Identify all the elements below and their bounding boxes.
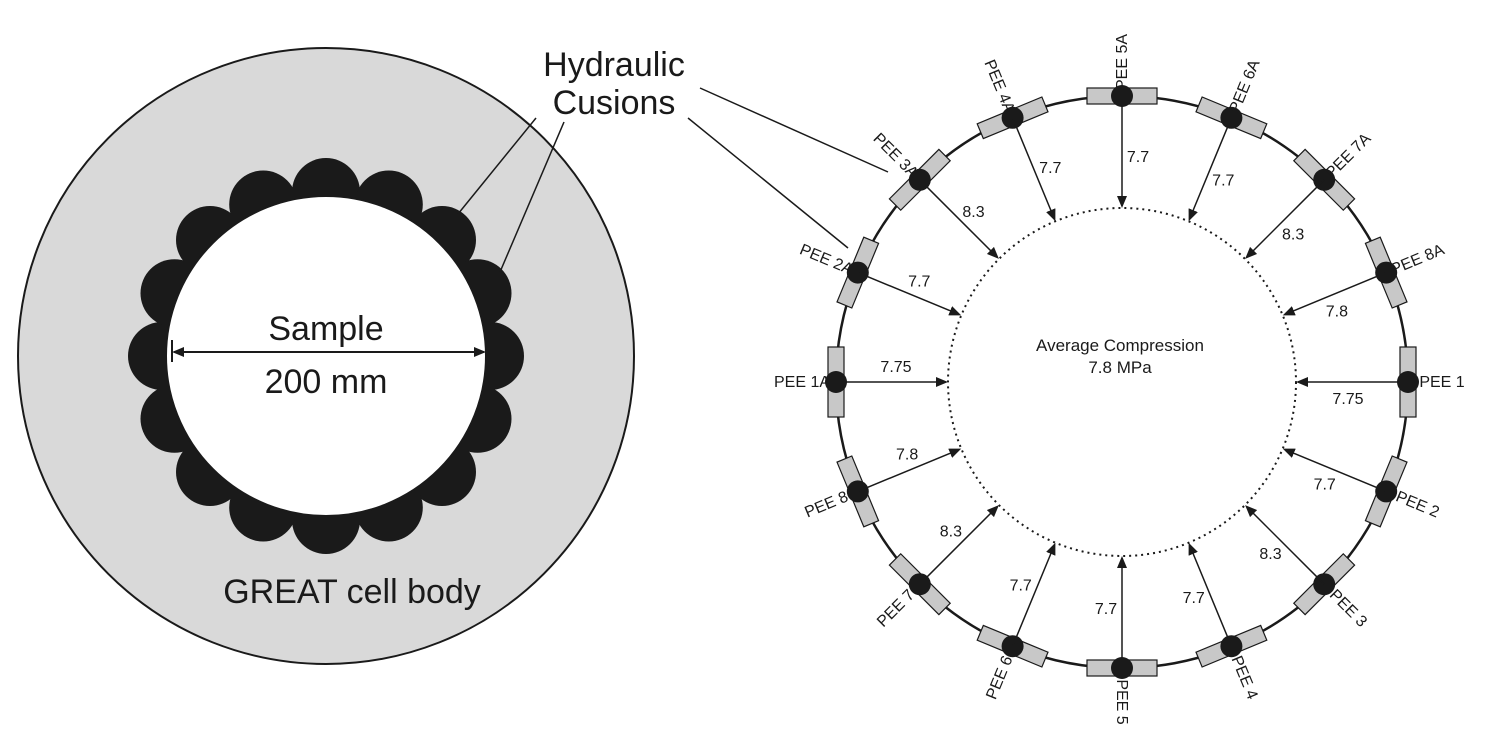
force-arrow bbox=[1011, 542, 1056, 647]
sensor-reading: 7.7 bbox=[1095, 601, 1117, 618]
sensor-label: PEE 3A bbox=[870, 130, 922, 182]
inner-sample-boundary bbox=[947, 207, 1297, 557]
sensor-pee-4a: 7.7 PEE 4A bbox=[976, 57, 1062, 222]
sensor-pee-7a: 8.3 PEE 7A bbox=[1245, 130, 1375, 259]
sensor-reading: 7.8 bbox=[1326, 303, 1348, 320]
sensor-pee-5a: 7.7 PEE 5A bbox=[1086, 34, 1158, 208]
sensor-label: PEE 2 bbox=[1393, 488, 1442, 521]
sensor-reading: 8.3 bbox=[1282, 227, 1304, 244]
force-arrow bbox=[1282, 271, 1387, 316]
leader-line-2 bbox=[499, 121, 565, 273]
sensor-reading: 7.7 bbox=[1127, 149, 1149, 166]
sensor-label: PEE 4A bbox=[980, 57, 1017, 116]
sample-label: Sample bbox=[268, 310, 383, 348]
cell-body-label: GREAT cell body bbox=[223, 573, 481, 611]
diameter-label: 200 mm bbox=[265, 363, 388, 401]
sensor-reading: 7.7 bbox=[1010, 578, 1032, 595]
force-arrow bbox=[1245, 505, 1325, 585]
center-title: Average Compression bbox=[1036, 336, 1204, 355]
sensor-reading: 7.7 bbox=[1212, 172, 1234, 189]
sensor-label: PEE 1 bbox=[1419, 374, 1464, 391]
force-arrow bbox=[919, 505, 999, 585]
sensor-reading: 7.8 bbox=[896, 447, 918, 464]
sensor-label: PEE 8A bbox=[1389, 241, 1448, 278]
sensor-reading: 8.3 bbox=[1259, 546, 1281, 563]
sensor-label: PEE 1A bbox=[774, 374, 830, 391]
sensor-label: PEE 6 bbox=[983, 653, 1016, 702]
sensor-reading: 7.7 bbox=[1314, 476, 1336, 493]
leader-line-4 bbox=[687, 117, 849, 249]
sensor-reading: 7.75 bbox=[880, 359, 911, 376]
sensor-reading: 7.7 bbox=[1183, 590, 1205, 607]
force-arrow bbox=[857, 448, 962, 493]
sample-disc bbox=[165, 195, 487, 517]
sensor-label: PEE 4 bbox=[1228, 654, 1261, 703]
sensor-label: PEE 8 bbox=[802, 488, 851, 521]
cushions-label-line1: Hydraulic bbox=[543, 46, 685, 84]
sensor-pee-6a: 7.7 PEE 6A bbox=[1188, 57, 1268, 222]
leader-line-3 bbox=[699, 87, 889, 173]
sensor-pee-1: 7.75 PEE 1 bbox=[1296, 346, 1465, 418]
sensor-label: PEE 7 bbox=[874, 587, 918, 631]
force-arrow bbox=[1282, 448, 1387, 493]
sensor-reading: 7.7 bbox=[1039, 160, 1061, 177]
sensor-label: PEE 5 bbox=[1113, 679, 1130, 724]
sensor-label: PEE 6A bbox=[1226, 57, 1263, 116]
sensor-pee-8a: 7.8 PEE 8A bbox=[1282, 236, 1448, 320]
sensor-label: PEE 7A bbox=[1323, 130, 1375, 182]
force-arrow bbox=[1245, 179, 1325, 259]
sensor-label: PEE 3 bbox=[1326, 587, 1370, 631]
force-arrow bbox=[1188, 542, 1233, 647]
sensor-reading: 8.3 bbox=[962, 204, 984, 221]
sensor-reading: 7.7 bbox=[908, 274, 930, 291]
cushions-label-line2: Cusions bbox=[553, 84, 676, 122]
leader-line-1 bbox=[457, 117, 537, 215]
center-value: 7.8 MPa bbox=[1088, 358, 1152, 377]
sensor-pee-3a: 8.3 PEE 3A bbox=[870, 130, 999, 259]
force-arrow bbox=[1011, 117, 1056, 222]
sensor-reading: 7.75 bbox=[1332, 391, 1363, 408]
sensor-reading: 8.3 bbox=[940, 524, 962, 541]
left-panel: Sample 200 mm GREAT cell body Hydraulic … bbox=[17, 46, 889, 665]
force-arrow bbox=[919, 179, 999, 259]
sensor-label: PEE 5A bbox=[1114, 34, 1131, 90]
force-arrow bbox=[857, 271, 962, 316]
force-arrow bbox=[1188, 117, 1233, 222]
